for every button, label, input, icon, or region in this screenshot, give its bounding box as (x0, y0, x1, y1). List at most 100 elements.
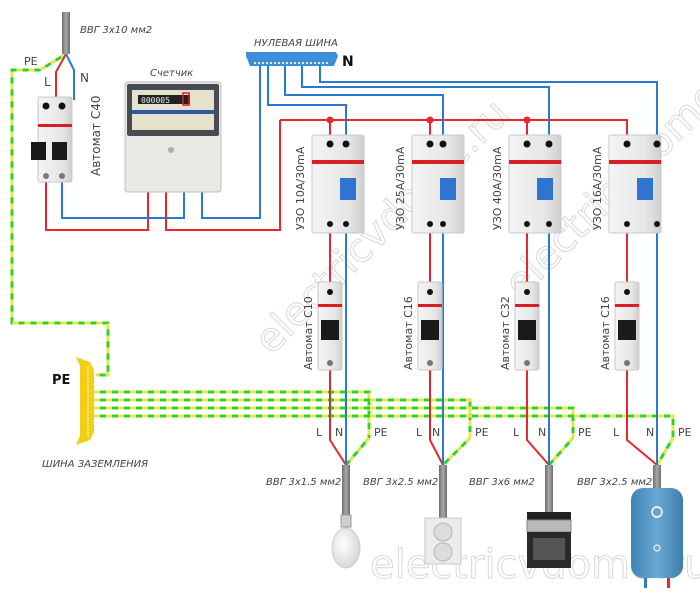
bulb-glass (331, 527, 361, 569)
breaker-meter-phase (45, 180, 149, 231)
neutral-feed-3 (319, 66, 658, 135)
rcd-device[interactable] (311, 134, 365, 234)
wire-n-label: N (335, 426, 343, 439)
rcd-terminal (624, 221, 630, 227)
circuit-pe-drop (547, 437, 575, 466)
breaker-terminal (327, 360, 333, 366)
cold-pipe (644, 578, 647, 588)
rcd-brand-stripe (312, 160, 364, 164)
circuit-breaker[interactable] (417, 281, 443, 371)
wire-pe-label: PE (578, 426, 592, 439)
meter-label: Счетчик (150, 68, 193, 79)
rcd-device[interactable] (608, 134, 662, 234)
rcd-lever (440, 178, 456, 200)
breaker-terminal (624, 289, 630, 295)
breaker-terminal (524, 360, 530, 366)
wire-n-label: N (432, 426, 440, 439)
breaker-brand-stripe (318, 304, 342, 307)
input-neutral-wire (65, 53, 75, 100)
meter-out-phase (165, 120, 281, 231)
heater-tank (631, 488, 683, 578)
rcd-terminal (426, 140, 434, 148)
ground-busbar (76, 357, 94, 445)
wire-l-label: L (416, 426, 423, 439)
circuit-breaker[interactable] (614, 281, 640, 371)
breaker-terminal (624, 360, 630, 366)
electricity-meter: 000005 (124, 81, 222, 193)
neutral-busbar (246, 52, 338, 66)
wire-l-label: L (513, 426, 520, 439)
load-cable (545, 465, 553, 523)
light-bulb-icon (331, 514, 361, 569)
phase-distribution-bus (280, 119, 628, 135)
rcd-body (311, 134, 365, 234)
breaker-terminal (427, 289, 433, 295)
rcd-brand-stripe (509, 160, 561, 164)
wire-pe-label: PE (678, 426, 692, 439)
load-cable (342, 465, 350, 523)
rcd-terminal (546, 221, 552, 227)
load-cable-label: ВВГ 3х6 мм2 (469, 477, 535, 488)
load-cable-label: ВВГ 3х1.5 мм2 (266, 477, 341, 488)
socket-outlet (433, 542, 453, 562)
circuit-breaker[interactable] (514, 281, 540, 371)
main-breaker[interactable] (31, 96, 73, 183)
breaker-brand-stripe (515, 304, 539, 307)
rcd-terminal (342, 140, 350, 148)
breaker-label: Автомат С16 (599, 296, 612, 370)
rcd-device[interactable] (508, 134, 562, 234)
wire-n-label: N (646, 426, 654, 439)
circuit-pe-drop-stripe (344, 437, 371, 466)
circuit-phase-wire (329, 370, 347, 466)
rcd-terminal (439, 140, 447, 148)
socket-icon (424, 517, 462, 565)
socket-outlet (433, 522, 453, 542)
input-cable (62, 12, 70, 54)
wire-l-label: L (613, 426, 620, 439)
pe-line-2-stripe (94, 406, 575, 438)
breaker-lever (321, 320, 339, 340)
rcd-lever (537, 178, 553, 200)
rcd-device[interactable] (411, 134, 465, 234)
load-cable-label: ВВГ 3х2.5 мм2 (363, 477, 438, 488)
water-heater-icon (631, 488, 683, 588)
input-l-label: L (44, 75, 51, 89)
stove-window (533, 538, 565, 560)
hot-pipe (667, 578, 670, 588)
neutral-feed-2 (301, 66, 550, 135)
rcd-label: УЗО 25А/30mA (394, 146, 407, 230)
breaker-meter-neutral (61, 180, 185, 219)
circuit-phase-wire (429, 370, 444, 466)
load-cable-label: ВВГ 3х2.5 мм2 (577, 477, 652, 488)
neutral-bus-label: НУЛЕВАЯ ШИНА (254, 38, 338, 49)
breaker-brand-stripe (418, 304, 442, 307)
bulb-base (340, 514, 352, 528)
breaker-label: Автомат С16 (402, 296, 415, 370)
rcd-brand-stripe (412, 160, 464, 164)
breaker-terminal (524, 289, 530, 295)
wire-pe-label: PE (374, 426, 388, 439)
breaker-terminal (327, 289, 333, 295)
breaker-lever (618, 320, 636, 340)
pe-line-1 (94, 398, 472, 438)
meter-out-neutral (201, 66, 261, 219)
main-breaker-label: Автомат С40 (89, 96, 103, 176)
rcd-terminal (653, 140, 661, 148)
breaker-terminal (427, 360, 433, 366)
input-pe-wire-stripe (10, 52, 110, 377)
rcd-label: УЗО 16А/30mA (591, 146, 604, 230)
neutral-bus-symbol: N (342, 54, 354, 70)
rcd-terminal (524, 221, 530, 227)
input-cable-label: ВВГ 3х10 мм2 (80, 25, 152, 36)
breaker-label: Автомат С32 (499, 296, 512, 370)
circuit-pe-drop-stripe (655, 437, 675, 466)
input-phase-wire (55, 53, 67, 100)
pe-line-2 (94, 406, 575, 438)
circuit-breaker[interactable] (317, 281, 343, 371)
electric-stove-icon (526, 512, 572, 568)
circuit-pe-drop (441, 436, 472, 467)
wire-l-label: L (316, 426, 323, 439)
pe-line-1-stripe (94, 398, 472, 438)
input-n-label: N (80, 71, 89, 85)
